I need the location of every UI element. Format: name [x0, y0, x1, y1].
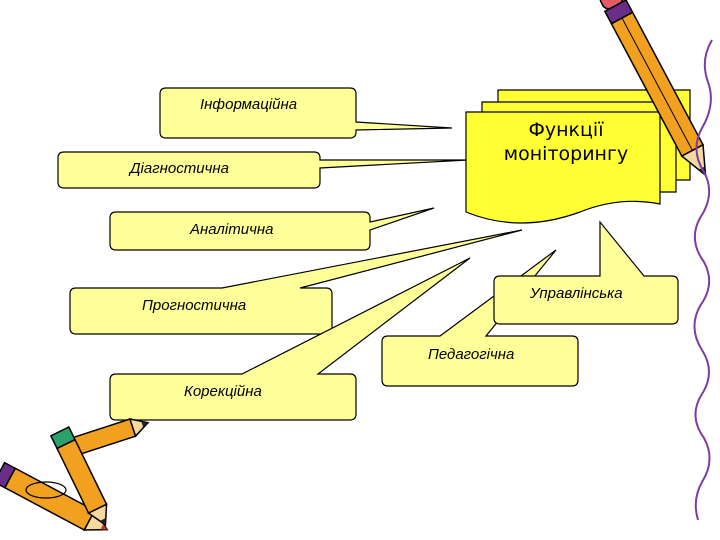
center-title-line2: моніторингу [474, 142, 658, 166]
pencils-bundle-icon [0, 414, 151, 539]
label-pedagogical: Педагогічна [428, 346, 514, 363]
center-title-line1: Функції [474, 118, 658, 142]
callout-diagnostic [58, 152, 468, 188]
label-diagnostic: Діагностична [130, 160, 229, 177]
label-analytical: Аналітична [190, 221, 273, 238]
label-managerial: Управлінська [530, 285, 623, 302]
center-title: Функції моніторингу [474, 118, 658, 166]
label-corrective: Корекційна [184, 383, 262, 400]
wavy-border [694, 40, 712, 520]
callout-managerial [494, 222, 678, 324]
label-prognostic: Прогностична [142, 297, 246, 314]
label-informational: Інформаційна [200, 96, 297, 113]
